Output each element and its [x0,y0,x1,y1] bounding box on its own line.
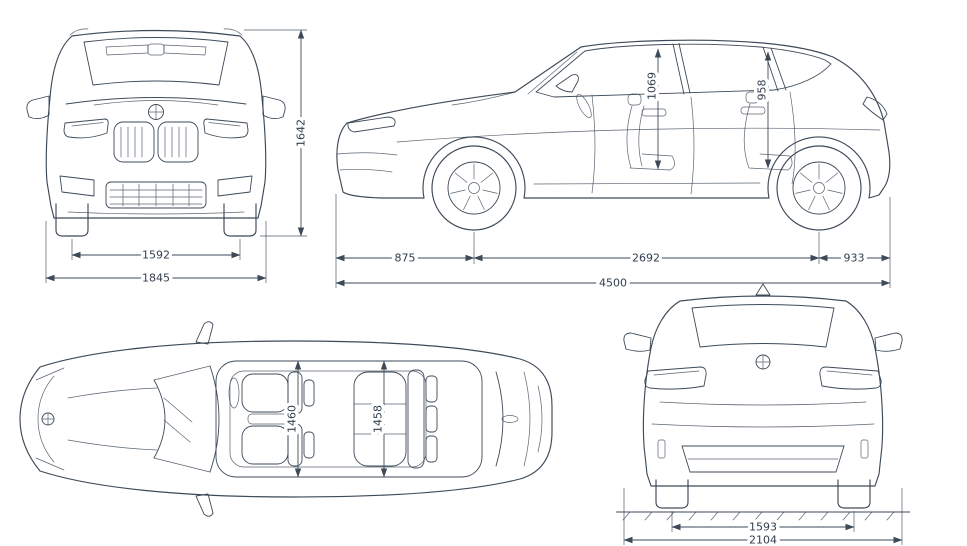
rear-track-value: 1593 [749,521,777,534]
rear-diffuser [657,439,869,473]
front-right-wheel [223,203,257,237]
headlight-cuts [35,367,65,471]
front-bumper-lines [336,152,398,173]
overall-height-value: 1642 [295,119,308,147]
front-seats [228,371,315,467]
hood-creases [67,387,158,451]
side-mirrors [26,95,286,120]
front-wheel [431,145,517,231]
side-intakes [59,175,253,197]
nose-inner-line [37,375,55,463]
bumper-top-line [651,423,875,428]
front-overhang-value: 875 [395,252,416,265]
side-view: 1069 958 875 2692 933 4500 [335,39,891,293]
rear-bench [353,369,438,469]
roof-rails [69,28,243,36]
top-car-body [19,321,553,517]
dimension-front-overall-width: 1845 [45,221,267,288]
hood-line [65,97,247,105]
front-door-handle [641,108,667,117]
interior-silhouette [576,91,793,171]
rear-right-wheel [837,479,871,509]
side-car-body [336,39,891,231]
sun-visors [105,44,207,56]
character-line [396,127,881,143]
wheelbase-value: 2692 [632,252,660,265]
kidney-grille [113,121,199,163]
steering-wheel [228,377,240,409]
bmw-roundel-icon [755,354,771,370]
dimension-lower-group: 875 2692 933 4500 [335,194,891,293]
roof-front-edge [209,365,220,473]
dimension-width-incl-mirrors: 2104 [623,488,903,546]
tailgate-lines [523,371,543,467]
window-outline [535,43,832,98]
dimension-rear-headroom: 958 [752,51,772,169]
bmw-roundel-icon [148,104,164,120]
side-headlight [347,116,396,133]
front-lip [67,211,245,215]
bmw-roundel-icon [41,412,55,426]
rear-car-body [623,283,903,509]
rear-left-wheel [655,479,689,509]
dimension-overall-height: 1642 [244,29,311,237]
dimension-front-headroom: 1069 [642,48,662,170]
rear-window [691,304,835,348]
taillight-side [862,96,888,121]
dimension-rear-track: 1593 [671,511,855,537]
right-reflector [860,439,869,459]
front-view: 1592 1845 1642 [26,28,311,288]
windshield-inner [527,51,578,95]
front-interior-width-value: 1460 [286,405,299,433]
fin-antenna [501,415,519,423]
tailgate-seam [659,401,867,406]
rear-overhang-value: 933 [844,252,865,265]
headlights [63,118,249,139]
front-left-wheel [55,203,89,237]
dimension-front-interior-width: 1460 [282,360,302,478]
front-bumper-intake [105,181,207,209]
panorama-roof [229,370,427,468]
windshield [83,37,229,86]
left-reflector [657,439,666,459]
taillights [644,366,882,390]
door-seams [591,91,796,195]
wipers [163,397,193,443]
rear-headroom-value: 958 [756,80,769,101]
center-console [247,413,295,425]
ground-line [616,511,910,521]
hood-cut [451,91,516,106]
roof-outline [215,360,483,478]
rear-wheel [776,145,862,231]
dimension-front-track: 1592 [71,239,241,265]
windshield-base [153,379,166,459]
door-mirror [555,74,579,93]
top-mirrors [195,321,214,517]
dimension-rear-interior-width: 1458 [368,360,388,478]
b-pillar [672,43,691,95]
rearview-mirror [147,43,165,56]
front-car-body [26,28,286,237]
overall-length-value: 4500 [599,277,627,290]
rear-view: 1593 2104 [616,283,910,546]
rear-interior-width-value: 1458 [372,405,385,433]
fin-antenna [755,283,771,296]
side-mirrors [623,332,903,352]
width-incl-mirrors-value: 2104 [749,534,777,546]
top-view: 1460 1458 [19,321,553,517]
front-track-value: 1592 [142,249,170,262]
front-headroom-value: 1069 [646,72,659,100]
a-pillars [153,365,211,473]
rear-door-handle [740,106,766,115]
rear-window-edge [495,371,504,467]
rocker-line [533,182,761,185]
front-overall-width-value: 1845 [142,272,170,285]
steering-wheel [576,93,592,119]
